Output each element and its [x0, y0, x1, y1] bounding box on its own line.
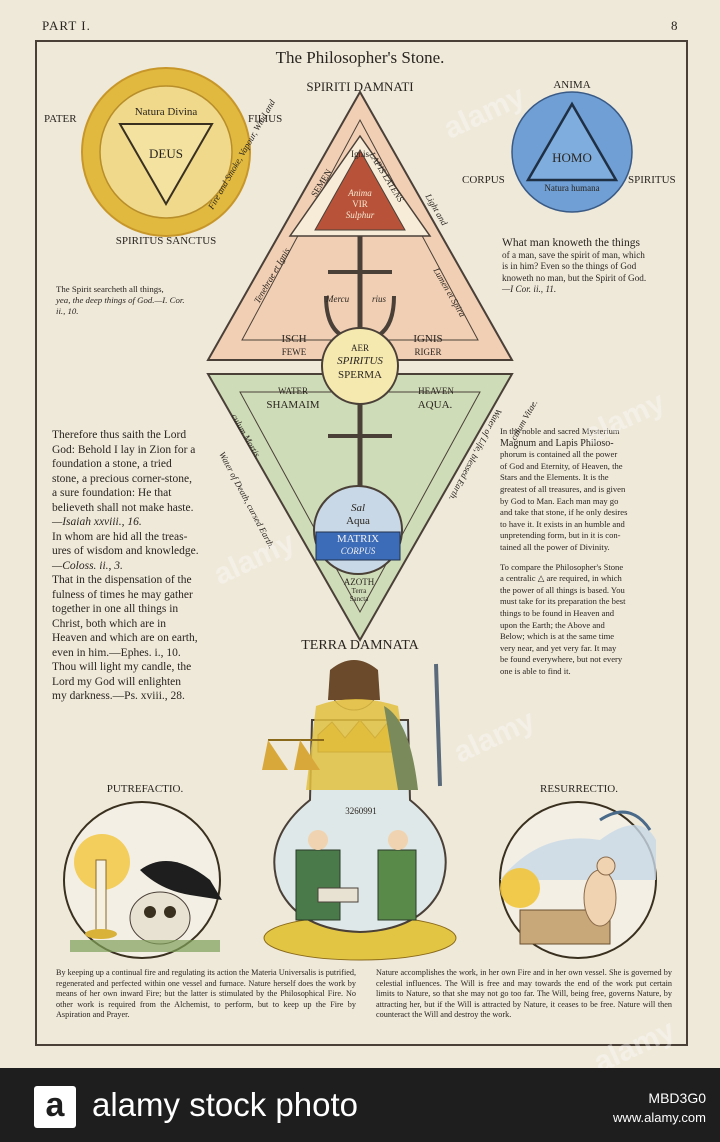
putrefactio-medallion	[63, 801, 222, 959]
right-quote: What man knoweth the things of a man, sa…	[502, 237, 647, 294]
heaven-label: HEAVEN	[418, 386, 454, 396]
sperma-label: SPERMA	[337, 369, 383, 381]
water-label: WATER	[278, 386, 308, 396]
aqua-label: AQUA.	[417, 399, 453, 411]
azoth-label: AZOTH	[343, 577, 375, 587]
sulphur-label: Sulphur	[345, 210, 375, 220]
spiriti-damnati-title: SPIRITI DAMNATI	[306, 79, 414, 94]
site-url: www.alamy.com	[613, 1110, 706, 1125]
aer-label: AER	[351, 343, 369, 353]
isch-label: ISCH	[281, 333, 307, 345]
homo-circle	[511, 91, 633, 213]
stock-footer: a alamy stock photo MBD3G0 www.alamy.com	[0, 1068, 720, 1142]
alchemical-diagram	[63, 67, 657, 961]
right-text: In the noble and sacred Mysterium Magnum…	[500, 426, 628, 676]
vir-label: VIR	[352, 199, 368, 209]
sal-label: Sal	[350, 502, 366, 514]
matrix-label: MATRIX	[336, 533, 380, 545]
aqua-inner-label: Aqua	[346, 515, 370, 527]
deus-label: DEUS	[149, 146, 183, 161]
bottom-right-paragraph: Nature accomplishes the work, in her own…	[376, 968, 672, 1020]
filius-label: FILIUS	[248, 113, 283, 125]
plate-frame	[35, 40, 688, 1046]
image-id: MBD3G0	[648, 1090, 706, 1106]
corpus-lower-label: CORPUS	[340, 546, 376, 556]
terra-damnata-title: TERRA DAMNATA	[301, 638, 419, 653]
resurrectio-medallion	[499, 801, 657, 959]
flask-number: 3260991	[345, 806, 377, 816]
deus-circle	[81, 67, 251, 237]
pater-label: PATER	[44, 113, 77, 125]
plate-title: The Philosopher's Stone.	[275, 48, 445, 67]
spiritus-sanctus-label: SPIRITUS SANCTUS	[115, 235, 217, 247]
ignis-label: Ignis	[351, 149, 369, 159]
page-number: 8	[671, 18, 679, 33]
anima-inner-label: Anima	[348, 188, 372, 198]
flask-figure	[262, 660, 457, 961]
alamy-logo-icon: a	[34, 1086, 76, 1128]
spiritus-label: SPIRITUS	[628, 174, 676, 186]
rius-label: rius	[372, 294, 387, 304]
shamaim-label: SHAMAIM	[266, 399, 320, 411]
spiritus-circle	[321, 327, 399, 405]
homo-label: HOMO	[552, 150, 592, 165]
bottom-left-paragraph: By keeping up a continual fire and regul…	[56, 968, 356, 1020]
upper-triangle	[206, 89, 514, 361]
part-header: PART I.	[42, 18, 91, 33]
left-scripture: Therefore thus saith the Lord God: Behol…	[52, 429, 199, 702]
fewe-label: FEWE	[281, 347, 307, 357]
terra-label: Terra	[351, 587, 367, 595]
anima-label: ANIMA	[553, 79, 591, 91]
brand-name: alamy stock photo	[92, 1086, 358, 1123]
spiritus-center-label: SPIRITUS	[337, 355, 383, 367]
resurrectio-label: RESURRECTIO.	[540, 783, 618, 795]
left-quote: The Spirit searcheth all things, yea, th…	[56, 284, 185, 317]
page: PART I. 8 The Philosopher's Stone.	[35, 18, 688, 1080]
natura-humana-label: Natura humana	[544, 183, 600, 193]
putrefactio-label: PUTREFACTIO.	[106, 783, 184, 795]
natura-divina-label: Natura Divina	[134, 106, 198, 118]
corpus-label: CORPUS	[462, 174, 505, 186]
riger-label: RIGER	[414, 347, 442, 357]
ignis-right-label: IGNIS	[413, 333, 443, 345]
sancta-label: Sancta	[349, 595, 369, 603]
mercu-label: Mercu	[326, 294, 350, 304]
